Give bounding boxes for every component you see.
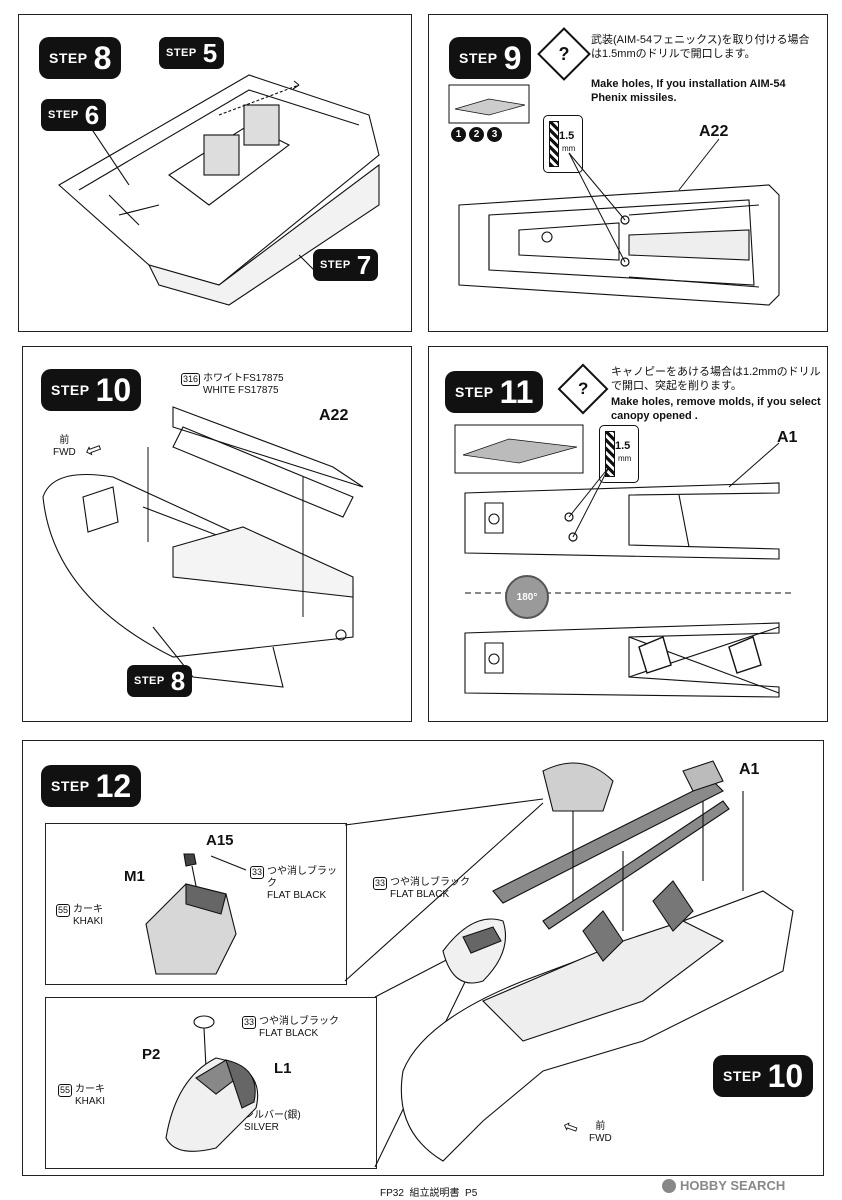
paint-316-en: WHITE FS17875 [203, 385, 279, 396]
watermark-logo-icon [662, 1178, 676, 1193]
footer-page: P5 [465, 1188, 478, 1199]
watermark-text: HOBBY SEARCH [680, 1178, 786, 1193]
fwd-jp: 前 [59, 435, 70, 446]
aircraft-thumbnail [448, 84, 530, 124]
seat-drawing [145, 853, 247, 975]
rotate-180-icon: 180° [505, 575, 549, 619]
part-l1-label: L1 [274, 1060, 292, 1077]
marker-2: 2 [469, 127, 484, 142]
fwd-en: FWD [53, 447, 76, 458]
fwd-jp: 前 [595, 1121, 606, 1132]
marker-1: 1 [451, 127, 466, 142]
part-a22-drawing [458, 138, 780, 306]
step-9-markers: 1 2 3 [451, 127, 502, 142]
fwd-en: FWD [589, 1133, 612, 1144]
part-p2-label: P2 [142, 1046, 161, 1063]
drill-size-unit: mm [562, 144, 576, 153]
step-11-en-text: Make holes, remove molds, if you select … [611, 396, 821, 422]
paint-316-jp: ホワイトFS17875 [203, 373, 284, 384]
page-footer: FP32 組立説明書 P5 [380, 1184, 477, 1199]
drill-size-value: 1.5 [615, 440, 631, 452]
step-9-en-text: Make holes, If you installation AIM-54 P… [591, 78, 786, 104]
fuselage-assembly-drawing [42, 406, 364, 688]
drill-bit-icon [605, 431, 615, 477]
step-9-jp-text: 武装(AIM-54フェニックス)を取り付ける場合は1.5mmのドリルで開口します… [591, 34, 810, 60]
part-m1-label: M1 [124, 868, 145, 885]
canopy-thumbnail [454, 424, 584, 474]
step-11-jp-text: キャノピーをあける場合は1.2mmのドリルで開口、突起を削ります。 [611, 366, 821, 392]
footer-code: FP32 [380, 1188, 404, 1199]
part-a22-label: A22 [319, 407, 349, 424]
cockpit-assembly-drawing [344, 760, 794, 1168]
canopy-drawing [165, 1015, 259, 1152]
fuselage-cockpit-drawing [58, 74, 380, 306]
drill-bit-icon [549, 121, 559, 167]
watermark: HOBBY SEARCH [662, 1178, 785, 1193]
part-a22-label: A22 [699, 123, 729, 140]
part-a1-label: A1 [739, 761, 760, 778]
drill-size-icon: 1.5 mm [543, 115, 583, 173]
marker-3: 3 [487, 127, 502, 142]
drill-size-icon: 1.5 mm [599, 425, 639, 483]
rotate-180-label: 180° [516, 591, 538, 603]
footer-title: 組立説明書 [409, 1188, 460, 1199]
drill-size-unit: mm [618, 454, 632, 463]
drill-size-value: 1.5 [559, 130, 575, 142]
part-a1-label: A1 [777, 429, 798, 446]
part-a1-drawing [464, 442, 793, 698]
part-a15-label: A15 [206, 832, 234, 849]
